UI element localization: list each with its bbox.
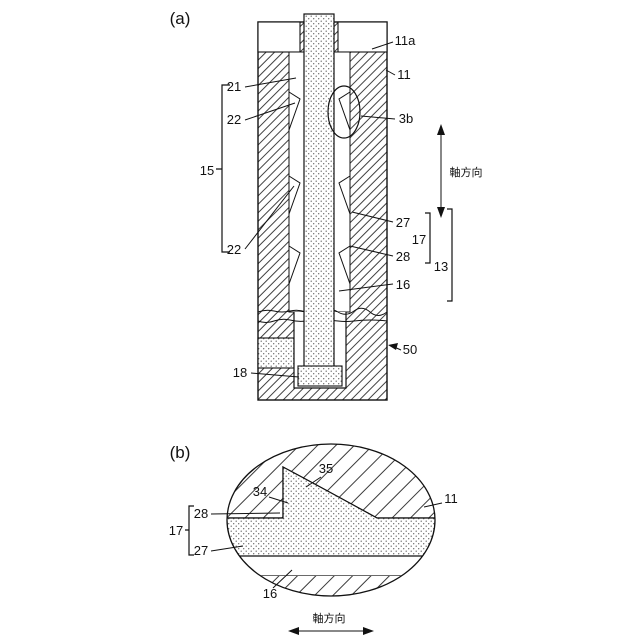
barb-tooth xyxy=(288,91,301,131)
ref-label-27b: 27 xyxy=(194,543,208,558)
panel-a: (a) 11a 11 21 22 15 3b 22 27 17 28 13 16… xyxy=(170,9,483,401)
axis-arrowhead-right xyxy=(363,627,374,635)
ref-label-3b: 3b xyxy=(399,111,413,126)
axis-label-a: 軸方向 xyxy=(450,165,483,179)
axis-label-b: 軸方向 xyxy=(313,611,346,625)
ref-label-17b: 17 xyxy=(169,523,183,538)
detail-stipple-layer-27-28 xyxy=(227,466,435,557)
ref-label-22-lower: 22 xyxy=(227,242,241,257)
rod-bottom-cap xyxy=(297,365,343,387)
ref-label-16b: 16 xyxy=(263,586,277,601)
leader-18 xyxy=(250,372,300,378)
arrowhead-50 xyxy=(388,343,398,350)
ref-label-15: 15 xyxy=(200,163,214,178)
barb-tooth xyxy=(288,175,301,215)
ref-label-22-upper: 22 xyxy=(227,112,241,127)
leader-22-upper xyxy=(244,102,296,121)
barb-tooth xyxy=(338,245,351,285)
ref-label-13: 13 xyxy=(434,259,448,274)
stipple-strip-18 xyxy=(257,337,295,369)
panel-b: (b) 35 34 11 28 17 27 16 軸方向 xyxy=(169,443,458,635)
bracket-17 xyxy=(425,212,431,264)
leader-11b xyxy=(423,502,443,508)
barb-tooth xyxy=(338,175,351,215)
axis-arrowhead-down xyxy=(437,207,445,218)
ref-label-27: 27 xyxy=(396,215,410,230)
leader-28b xyxy=(210,512,281,515)
ref-label-34: 34 xyxy=(253,484,267,499)
leader-27b xyxy=(210,545,244,552)
leader-27 xyxy=(351,211,394,223)
detail-ellipse-outline xyxy=(226,443,436,597)
axis-arrowhead-up xyxy=(437,124,445,135)
barb-tooth xyxy=(338,91,351,131)
ref-label-18: 18 xyxy=(233,365,247,380)
bracket-15 xyxy=(216,84,230,253)
barb-tooth xyxy=(288,245,301,285)
detail-view-content xyxy=(227,444,435,596)
leader-28 xyxy=(349,245,394,257)
leader-16b xyxy=(272,569,293,589)
bracket-17b xyxy=(185,505,194,556)
ref-label-11b: 11 xyxy=(444,491,458,506)
ref-label-50: 50 xyxy=(403,342,417,357)
bracket-13 xyxy=(447,208,453,302)
leader-3b xyxy=(360,115,396,120)
leader-21 xyxy=(244,77,297,88)
leader-11a xyxy=(371,41,394,50)
leader-11 xyxy=(385,69,396,76)
top-notch-right xyxy=(337,21,388,53)
panel-a-label: (a) xyxy=(170,9,191,28)
ref-label-16: 16 xyxy=(396,277,410,292)
ref-label-21: 21 xyxy=(227,79,241,94)
leader-22-lower xyxy=(244,185,295,250)
ref-label-11a: 11a xyxy=(395,33,416,48)
ref-label-17: 17 xyxy=(412,232,426,247)
callout-ellipse-3b xyxy=(327,85,361,139)
panel-b-label: (b) xyxy=(170,443,191,462)
leader-16 xyxy=(338,283,394,292)
ref-label-35: 35 xyxy=(319,461,333,476)
ref-label-28: 28 xyxy=(396,249,410,264)
axis-arrowhead-left xyxy=(288,627,299,635)
top-notch-left xyxy=(257,21,301,53)
leader-34 xyxy=(268,496,289,504)
leader-35 xyxy=(305,476,322,488)
center-rod xyxy=(303,13,335,373)
ref-label-11: 11 xyxy=(397,67,411,82)
ref-label-28b: 28 xyxy=(194,506,208,521)
